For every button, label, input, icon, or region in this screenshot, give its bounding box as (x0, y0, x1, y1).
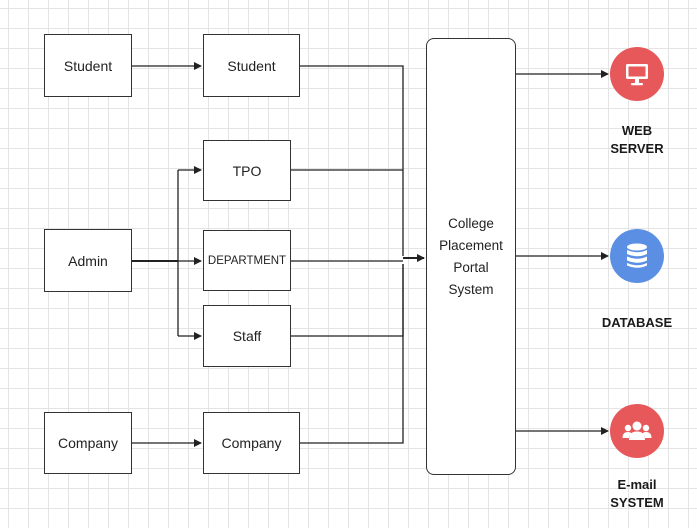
company-target-label: Company (221, 435, 282, 451)
portal-system-box: College Placement Portal System (426, 38, 516, 475)
database-node (610, 229, 664, 283)
company-target-box: Company (203, 412, 300, 474)
web-server-node (610, 47, 664, 101)
tpo-label: TPO (232, 162, 262, 179)
database-label: DATABASE (601, 315, 673, 330)
student-source-box: Student (44, 34, 132, 97)
database-icon (627, 243, 647, 268)
department-label: DEPARTMENT (207, 254, 287, 267)
group-icon (622, 421, 652, 440)
portal-system-label: College Placement Portal System (439, 215, 503, 297)
student-source-label: Student (63, 57, 113, 74)
admin-box: Admin (44, 229, 132, 292)
staff-label: Staff (232, 328, 262, 344)
email-system-label: E-mail SYSTEM (610, 477, 664, 510)
company-source-label: Company (58, 435, 118, 451)
staff-box: Staff (203, 305, 291, 367)
web-server-label: WEB SERVER (610, 123, 664, 156)
tpo-box: TPO (203, 140, 291, 201)
admin-label: Admin (68, 252, 108, 269)
department-box: DEPARTMENT (203, 230, 291, 291)
student-target-box: Student (203, 34, 300, 97)
email-system-node (610, 404, 664, 458)
edge-student-to-portal (300, 65, 404, 256)
company-source-box: Company (44, 412, 132, 474)
edge-staff-to-portal (291, 264, 404, 337)
monitor-icon (626, 64, 648, 86)
student-target-label: Student (227, 57, 276, 74)
edge-company-to-portal (300, 264, 404, 444)
